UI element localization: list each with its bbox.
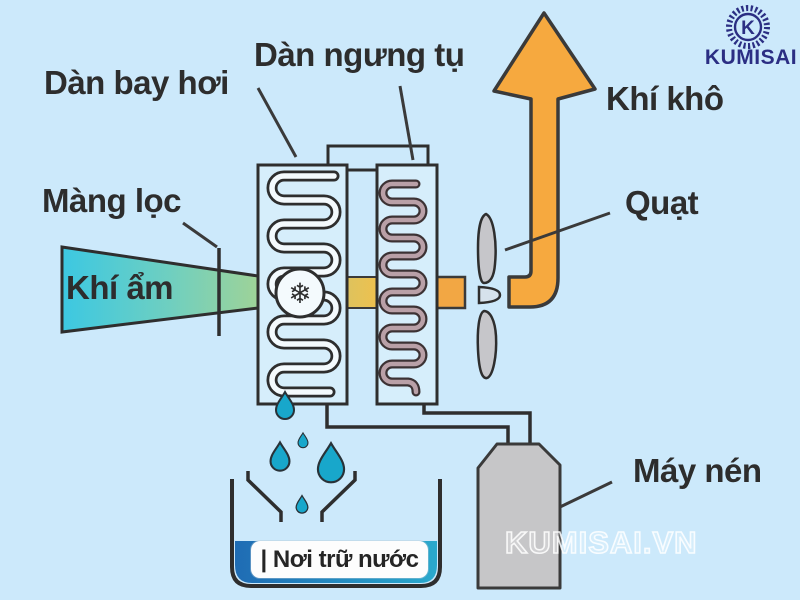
water-drop-icon [295,494,309,514]
water-drops [269,391,346,514]
fan-leader-line [504,211,611,252]
logo-wreath-ring [726,5,770,49]
condenser-coil [378,179,428,397]
drain-funnel-left [246,471,283,522]
water-tank-label: | Nơi trữ nước [251,541,428,578]
fan-hub [477,285,502,305]
compressor-tank [476,442,562,590]
kumisai-logo-wordmark: KUMISAI [704,46,798,69]
fan-blade-top [476,212,497,285]
evaporator-coil [266,170,342,398]
label-evaporator: Dàn bay hơi [44,64,229,101]
logo-monogram: K [741,18,755,39]
water-drop-icon [297,432,309,449]
pipe-condenser-to-compressor [422,404,532,444]
water-tank-walls [230,479,442,588]
label-compressor: Máy nén [633,452,762,489]
kumisai-logo-badge: K [726,5,770,49]
label-humid-air: Khí ẩm [66,269,174,306]
compressor-leader-line [559,480,613,509]
pipe-evaporator-to-compressor [325,404,510,444]
airflow-band-outlet [433,275,467,310]
label-filter: Màng lọc [42,182,182,219]
snowflake-icon: ❄ [288,278,311,309]
snowflake-badge: ❄ [274,267,326,319]
label-condenser: Dàn ngưng tụ [254,36,465,73]
water-drop-icon [316,442,346,484]
label-fan: Quạt [625,184,699,221]
fan-icon [476,212,502,380]
watermark-text: KUMISAI.VN [504,524,698,561]
drain-funnel-right [320,471,357,522]
filter-leader-line [182,221,218,249]
dry-air-arrow [492,11,597,309]
water-drop-icon [269,441,291,472]
condenser-leader-line [398,85,415,161]
logo-inner-ring [733,12,763,42]
fan-blade-bottom [476,309,498,380]
airflow-band-middle [345,276,379,309]
evaporator-leader-line [256,87,298,158]
label-dry-air: Khí khô [606,80,724,117]
